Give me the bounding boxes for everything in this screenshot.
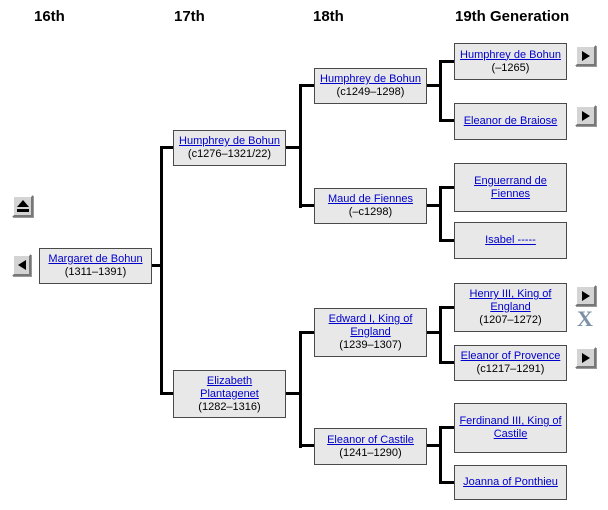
- person-link[interactable]: Eleanor of Provence: [460, 350, 561, 362]
- person-dates: (1241–1290): [339, 446, 402, 459]
- person-dates: (c1217–1291): [476, 363, 545, 375]
- connector-line: [439, 426, 442, 484]
- eject-icon-bar: [16, 209, 29, 212]
- eject-icon: [16, 200, 29, 207]
- connector-line: [160, 146, 163, 395]
- right-arrow-icon: [581, 110, 590, 121]
- person-link[interactable]: Eleanor de Braiose: [463, 115, 558, 127]
- person-dates: (–1265): [491, 61, 530, 74]
- connector-line: [299, 444, 315, 447]
- connector-line: [439, 186, 455, 189]
- person-link[interactable]: Isabel -----: [485, 234, 536, 246]
- person-box-eleanor-of-provence: Eleanor of Provence (c1217–1291): [454, 345, 567, 381]
- person-link[interactable]: Margaret de Bohun: [48, 253, 143, 265]
- expand-button-eleanor-of-provence[interactable]: [575, 347, 596, 368]
- right-arrow-icon: [581, 290, 590, 301]
- person-box-joanna-of-ponthieu: Joanna of Ponthieu: [454, 465, 567, 500]
- connector-line: [160, 146, 173, 149]
- connector-line: [160, 392, 173, 395]
- person-link[interactable]: Humphrey de Bohun: [460, 48, 561, 61]
- eject-button[interactable]: [12, 195, 33, 217]
- person-link[interactable]: Humphrey de Bohun: [179, 135, 280, 147]
- person-dates: (1207–1272): [479, 314, 542, 326]
- person-box-eleanor-of-castile: Eleanor of Castile (1241–1290): [314, 428, 427, 465]
- connector-line: [439, 306, 455, 309]
- person-box-elizabeth-plantagenet: Elizabeth Plantagenet (1282–1316): [173, 370, 286, 418]
- connector-line: [299, 331, 315, 334]
- connector-line: [425, 444, 442, 447]
- person-box-edward-i: Edward I, King of England (1239–1307): [314, 308, 427, 357]
- person-link[interactable]: Elizabeth Plantagenet: [200, 374, 259, 400]
- person-box-eleanor-de-braiose: Eleanor de Braiose: [454, 103, 567, 140]
- connector-line: [427, 331, 442, 334]
- person-dates: (1282–1316): [198, 400, 261, 413]
- person-link[interactable]: Eleanor of Castile: [327, 433, 414, 446]
- person-box-humphrey-de-bohun-19: Humphrey de Bohun (–1265): [454, 43, 567, 80]
- person-link[interactable]: Maud de Fiennes: [328, 193, 413, 205]
- connector-line: [439, 426, 455, 429]
- person-link[interactable]: Joanna of Ponthieu: [463, 476, 558, 488]
- generation-header-16th: 16th: [34, 8, 65, 25]
- person-dates: (c1249–1298): [336, 86, 405, 98]
- left-arrow-icon: [17, 260, 26, 270]
- connector-line: [299, 84, 302, 208]
- person-link[interactable]: Ferdinand III, King of Castile: [459, 415, 562, 440]
- connector-line: [152, 264, 163, 267]
- person-box-enguerrand-de-fiennes: Enguerrand de Fiennes: [454, 163, 567, 212]
- connector-line: [299, 204, 315, 207]
- connector-line: [299, 84, 315, 87]
- person-dates: (c1276–1321/22): [187, 148, 272, 160]
- expand-button-henry-iii[interactable]: [575, 285, 596, 306]
- person-link[interactable]: Henry III, King of England: [469, 288, 552, 313]
- person-link[interactable]: Enguerrand de Fiennes: [474, 174, 547, 200]
- person-dates: (–c1298): [348, 206, 393, 218]
- expand-button-eleanor-de-braiose[interactable]: [575, 105, 596, 126]
- connector-line: [439, 481, 455, 484]
- right-arrow-icon: [581, 352, 590, 363]
- connector-line: [439, 186, 442, 242]
- connector-line: [299, 331, 302, 448]
- connector-line: [439, 361, 455, 364]
- connector-line: [439, 60, 442, 122]
- back-button[interactable]: [12, 254, 31, 276]
- person-box-henry-iii: Henry III, King of England (1207–1272): [454, 283, 567, 332]
- person-box-humphrey-de-bohun-18: Humphrey de Bohun (c1249–1298): [314, 68, 427, 104]
- x-marker-link[interactable]: X: [577, 306, 593, 331]
- person-box-isabel: Isabel -----: [454, 222, 567, 259]
- generation-header-19th: 19th Generation: [455, 8, 570, 25]
- right-arrow-icon: [581, 50, 590, 61]
- connector-line: [286, 146, 302, 149]
- connector-line: [439, 306, 442, 364]
- person-box-ferdinand-iii: Ferdinand III, King of Castile: [454, 403, 567, 453]
- connector-line: [427, 84, 442, 87]
- generation-header-17th: 17th: [174, 8, 205, 25]
- person-box-humphrey-de-bohun-17: Humphrey de Bohun (c1276–1321/22): [173, 130, 286, 166]
- connector-line: [439, 239, 455, 242]
- person-dates: (1239–1307): [339, 339, 402, 351]
- person-box-maud-de-fiennes: Maud de Fiennes (–c1298): [314, 188, 427, 224]
- person-link[interactable]: Edward I, King of England: [328, 313, 413, 338]
- person-box-margaret-de-bohun: Margaret de Bohun (1311–1391): [39, 248, 152, 284]
- connector-line: [427, 204, 442, 207]
- connector-line: [286, 392, 302, 395]
- connector-line: [439, 119, 455, 122]
- connector-line: [439, 60, 455, 63]
- person-link[interactable]: Humphrey de Bohun: [320, 73, 421, 85]
- person-dates: (1311–1391): [64, 266, 127, 278]
- generation-header-18th: 18th: [313, 8, 344, 25]
- expand-button-humphrey-de-bohun-19[interactable]: [575, 45, 596, 66]
